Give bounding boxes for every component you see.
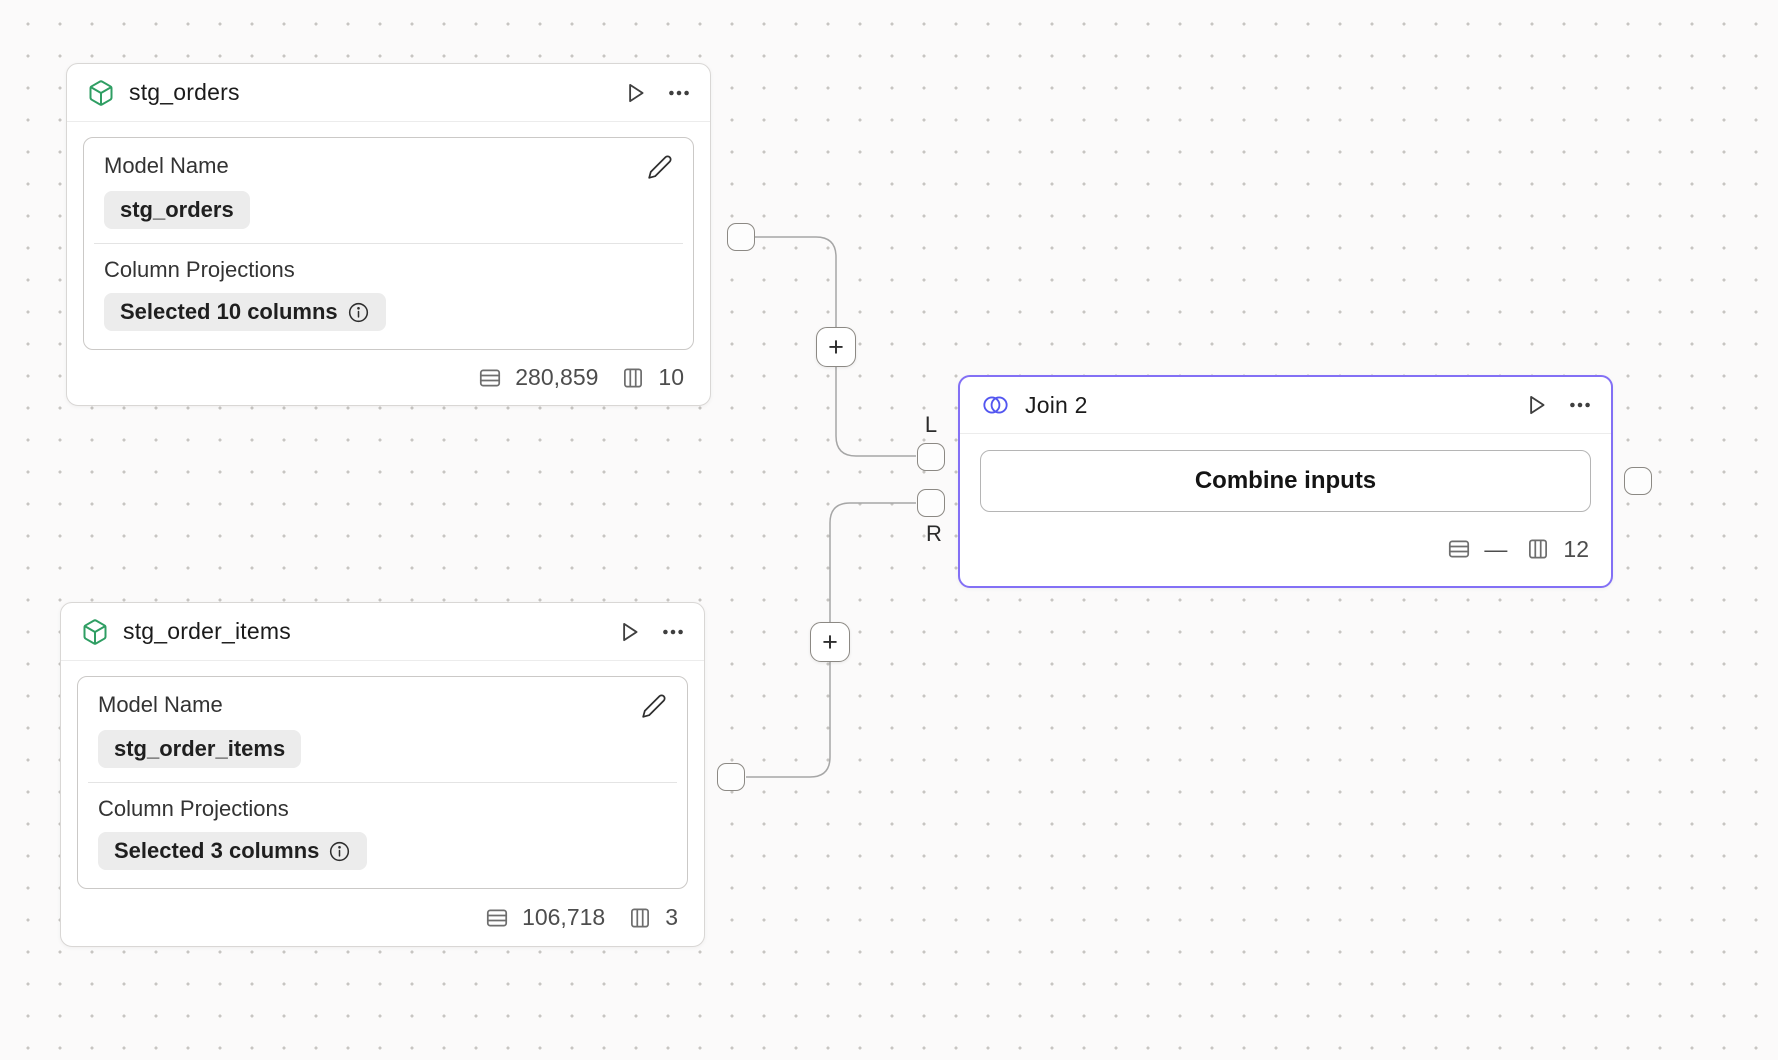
divider (94, 243, 683, 244)
combine-inputs-button[interactable]: Combine inputs (980, 450, 1591, 512)
info-icon (330, 841, 350, 861)
column-count-value: 12 (1563, 535, 1589, 562)
edit-model-name-button[interactable] (647, 154, 673, 180)
node-menu-button[interactable] (1567, 392, 1593, 418)
model-name-label: Model Name (98, 692, 223, 717)
right-input-label: R (926, 521, 942, 546)
model-name-value: stg_order_items (114, 736, 286, 761)
node-join-2[interactable]: Join 2 Combine inputs — 12 (958, 375, 1613, 588)
row-count-stat: — (1446, 536, 1507, 563)
column-projections-label: Column Projections (104, 257, 295, 282)
column-projections-chip[interactable]: Selected 10 columns (104, 293, 386, 331)
column-projections-chip[interactable]: Selected 3 columns (98, 832, 368, 870)
pencil-icon (648, 155, 672, 179)
rows-count-icon (486, 909, 508, 926)
left-input-label: L (924, 412, 938, 437)
add-step-on-edge-button-top[interactable]: + (816, 327, 856, 367)
column-projections-value: Selected 10 columns (120, 299, 338, 324)
row-count-value: 280,859 (515, 364, 599, 390)
row-count-value: — (1484, 535, 1508, 562)
column-count-stat: 3 (627, 904, 678, 931)
input-port-left[interactable] (917, 443, 945, 471)
columns-count-icon (631, 907, 650, 928)
node-header: stg_order_items (61, 603, 704, 661)
rows-count-icon (1449, 540, 1470, 558)
input-port-right[interactable] (917, 489, 945, 517)
node-stg-order-items[interactable]: stg_order_items Model Name stg_order_ite… (60, 602, 705, 947)
node-stg-orders[interactable]: stg_orders Model Name stg_orders (66, 63, 711, 406)
plus-icon: + (822, 626, 838, 657)
cube-icon (81, 618, 109, 646)
cube-icon (87, 79, 115, 107)
columns-count-icon (624, 367, 643, 388)
run-node-button[interactable] (1523, 392, 1549, 418)
column-count-value: 3 (665, 904, 678, 930)
row-count-stat: 106,718 (484, 904, 605, 931)
column-projections-value: Selected 3 columns (114, 838, 320, 863)
pencil-icon (642, 694, 666, 718)
column-count-value: 10 (658, 364, 684, 390)
node-stats-footer: — 12 (960, 512, 1611, 586)
edit-model-name-button[interactable] (641, 693, 667, 719)
model-name-label: Model Name (104, 153, 229, 178)
output-port-join[interactable] (1624, 467, 1652, 495)
run-node-button[interactable] (616, 619, 642, 645)
info-icon (348, 302, 368, 322)
model-config-card: Model Name stg_order_items Column Projec… (77, 676, 688, 889)
run-node-button[interactable] (622, 80, 648, 106)
play-icon (629, 83, 644, 102)
join-circles-icon (980, 392, 1011, 418)
column-projections-label: Column Projections (98, 796, 289, 821)
node-menu-button[interactable] (660, 619, 686, 645)
ellipsis-icon (669, 90, 689, 95)
column-count-stat: 12 (1525, 536, 1589, 563)
output-port-stg-order-items[interactable] (717, 763, 745, 791)
output-port-stg-orders[interactable] (727, 223, 755, 251)
node-stats-footer: 280,859 10 (67, 350, 710, 405)
plus-icon: + (828, 331, 844, 362)
model-config-card: Model Name stg_orders Column Projections… (83, 137, 694, 350)
node-menu-button[interactable] (666, 80, 692, 106)
row-count-stat: 280,859 (477, 364, 598, 391)
model-name-chip[interactable]: stg_order_items (98, 730, 302, 768)
play-icon (1530, 395, 1545, 415)
node-title: Join 2 (1025, 391, 1088, 418)
row-count-value: 106,718 (522, 904, 606, 930)
ellipsis-icon (663, 629, 683, 634)
ellipsis-icon (1570, 402, 1590, 408)
divider (88, 782, 677, 783)
rows-count-icon (480, 369, 501, 386)
column-count-stat: 10 (620, 364, 684, 391)
node-stats-footer: 106,718 3 (61, 889, 704, 946)
node-header: Join 2 (960, 377, 1611, 434)
play-icon (623, 622, 638, 641)
columns-count-icon (1529, 539, 1548, 559)
node-title: stg_orders (129, 79, 240, 105)
model-name-value: stg_orders (120, 197, 234, 222)
model-name-chip[interactable]: stg_orders (104, 191, 250, 229)
add-step-on-edge-button-bottom[interactable]: + (810, 622, 850, 662)
node-header: stg_orders (67, 64, 710, 122)
node-title: stg_order_items (123, 618, 291, 644)
